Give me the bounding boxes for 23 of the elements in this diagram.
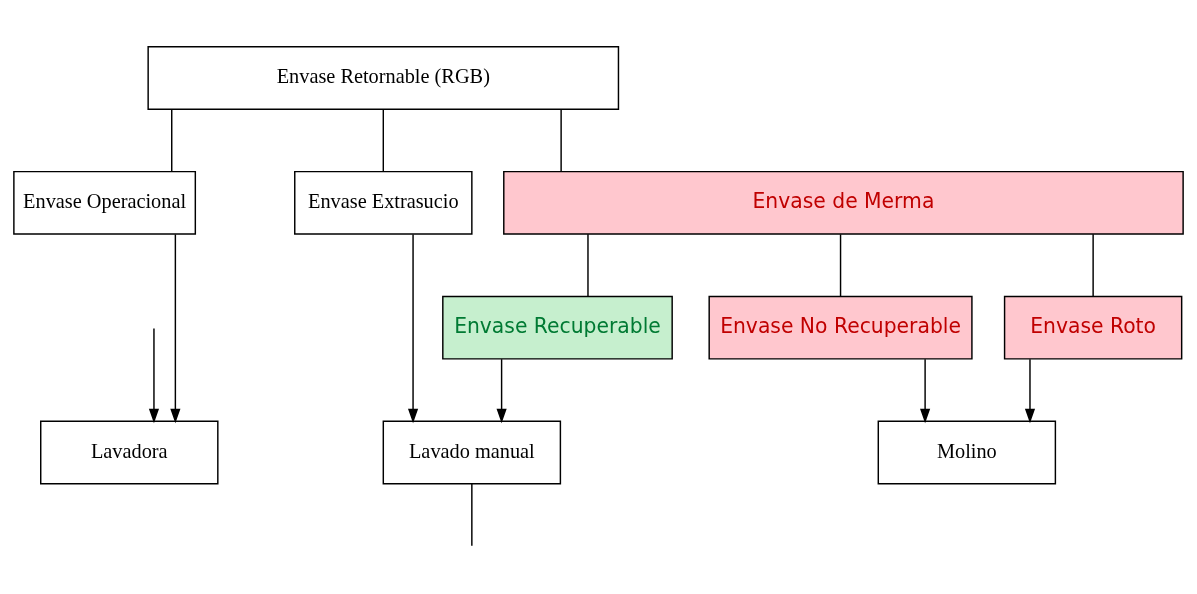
node-box: Envase Retornable (RGB) [147,46,620,110]
node-box: Molino [877,420,1057,485]
arrow [920,358,931,424]
connector [587,233,589,297]
connector [560,108,562,173]
arrow [407,233,419,424]
node-box: Envase Extrasucio [294,170,473,235]
node-box: Envase Roto [1003,295,1183,360]
arrow [496,358,507,424]
node-box: Lavadora [40,420,219,485]
connector [1092,233,1094,297]
node-box: Envase Operacional [13,170,197,235]
arrow [1024,358,1036,424]
connector [171,108,173,173]
connector [839,233,842,297]
connector [382,108,385,173]
arrow [170,233,181,424]
node-box: Lavado manual [382,420,562,485]
node-box: Envase de Merma [503,170,1184,235]
node-box: Envase Recuperable [442,295,673,360]
connector [471,483,473,547]
node-box: Envase No Recuperable [708,295,973,360]
arrow [148,327,160,424]
